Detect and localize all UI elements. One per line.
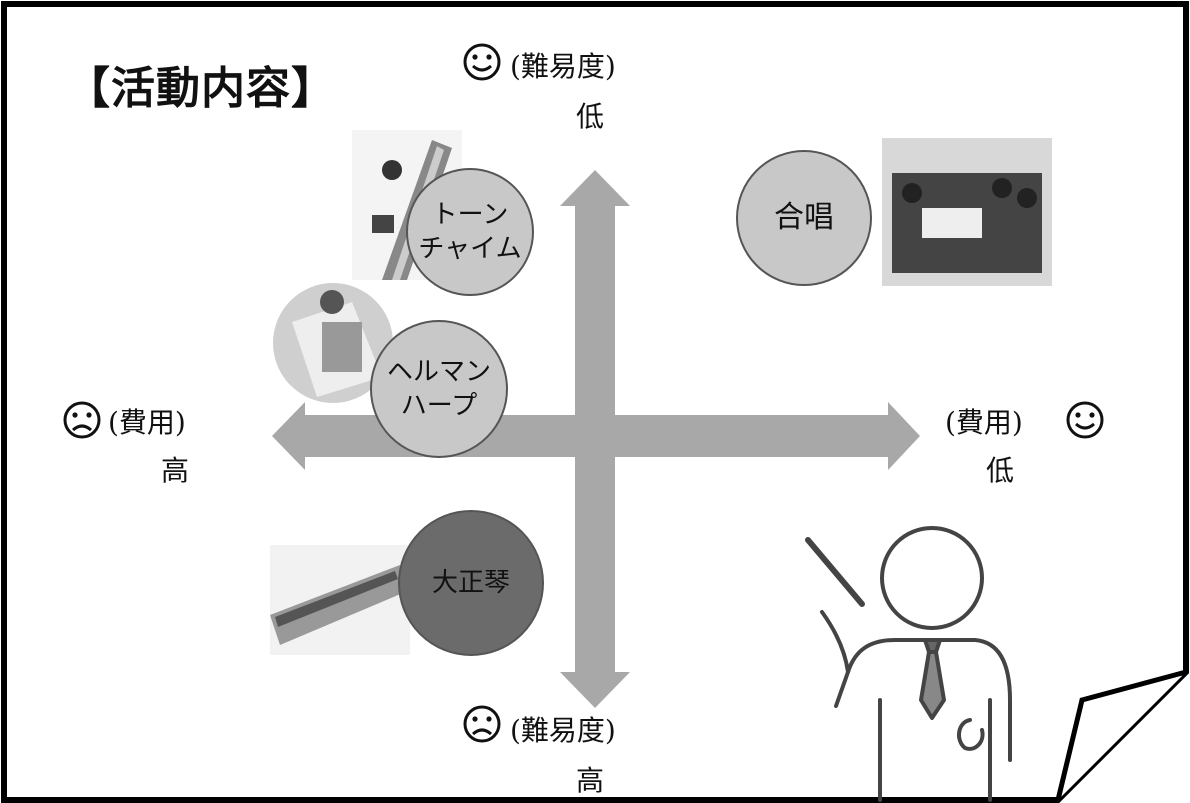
- smile-icon: [462, 42, 502, 82]
- difficulty-high-label: 高: [575, 764, 604, 797]
- activity-tone-chime: トーン チャイム: [406, 168, 534, 296]
- teacher-figure: [805, 526, 1012, 802]
- activity-taisho-koto: 大正琴: [398, 510, 544, 656]
- tone-chime-label-1: トーン: [431, 200, 509, 230]
- taisho-koto-photo: [270, 545, 410, 655]
- cost-right-label: (費用): [945, 406, 1023, 439]
- activity-chorus: 合唱: [736, 150, 872, 286]
- frown-icon: [62, 400, 102, 440]
- hellman-harp-photo: [272, 282, 394, 404]
- cost-low-label: 低: [985, 454, 1014, 487]
- tone-chime-label-2: チャイム: [418, 234, 522, 264]
- chorus-label: 合唱: [774, 200, 834, 235]
- difficulty-bottom-label: (難易度): [510, 714, 616, 747]
- smile-icon: [1065, 400, 1105, 440]
- frown-icon: [462, 704, 502, 744]
- folded-corner: [1055, 669, 1187, 801]
- chorus-photo: [882, 138, 1052, 286]
- difficulty-low-label: 低: [575, 100, 604, 133]
- page-title: 【活動内容】: [66, 63, 336, 114]
- taisho-koto-label: 大正琴: [431, 568, 510, 598]
- difficulty-axis-arrow: [560, 170, 630, 708]
- activity-hellman-harp: ヘルマン ハープ: [370, 320, 508, 458]
- hellman-harp-label-2: ハープ: [400, 391, 478, 421]
- cost-high-label: 高: [160, 454, 189, 487]
- difficulty-top-label: (難易度): [510, 50, 616, 83]
- hellman-harp-label-1: ヘルマン: [386, 357, 491, 387]
- cost-left-label: (費用): [108, 406, 186, 439]
